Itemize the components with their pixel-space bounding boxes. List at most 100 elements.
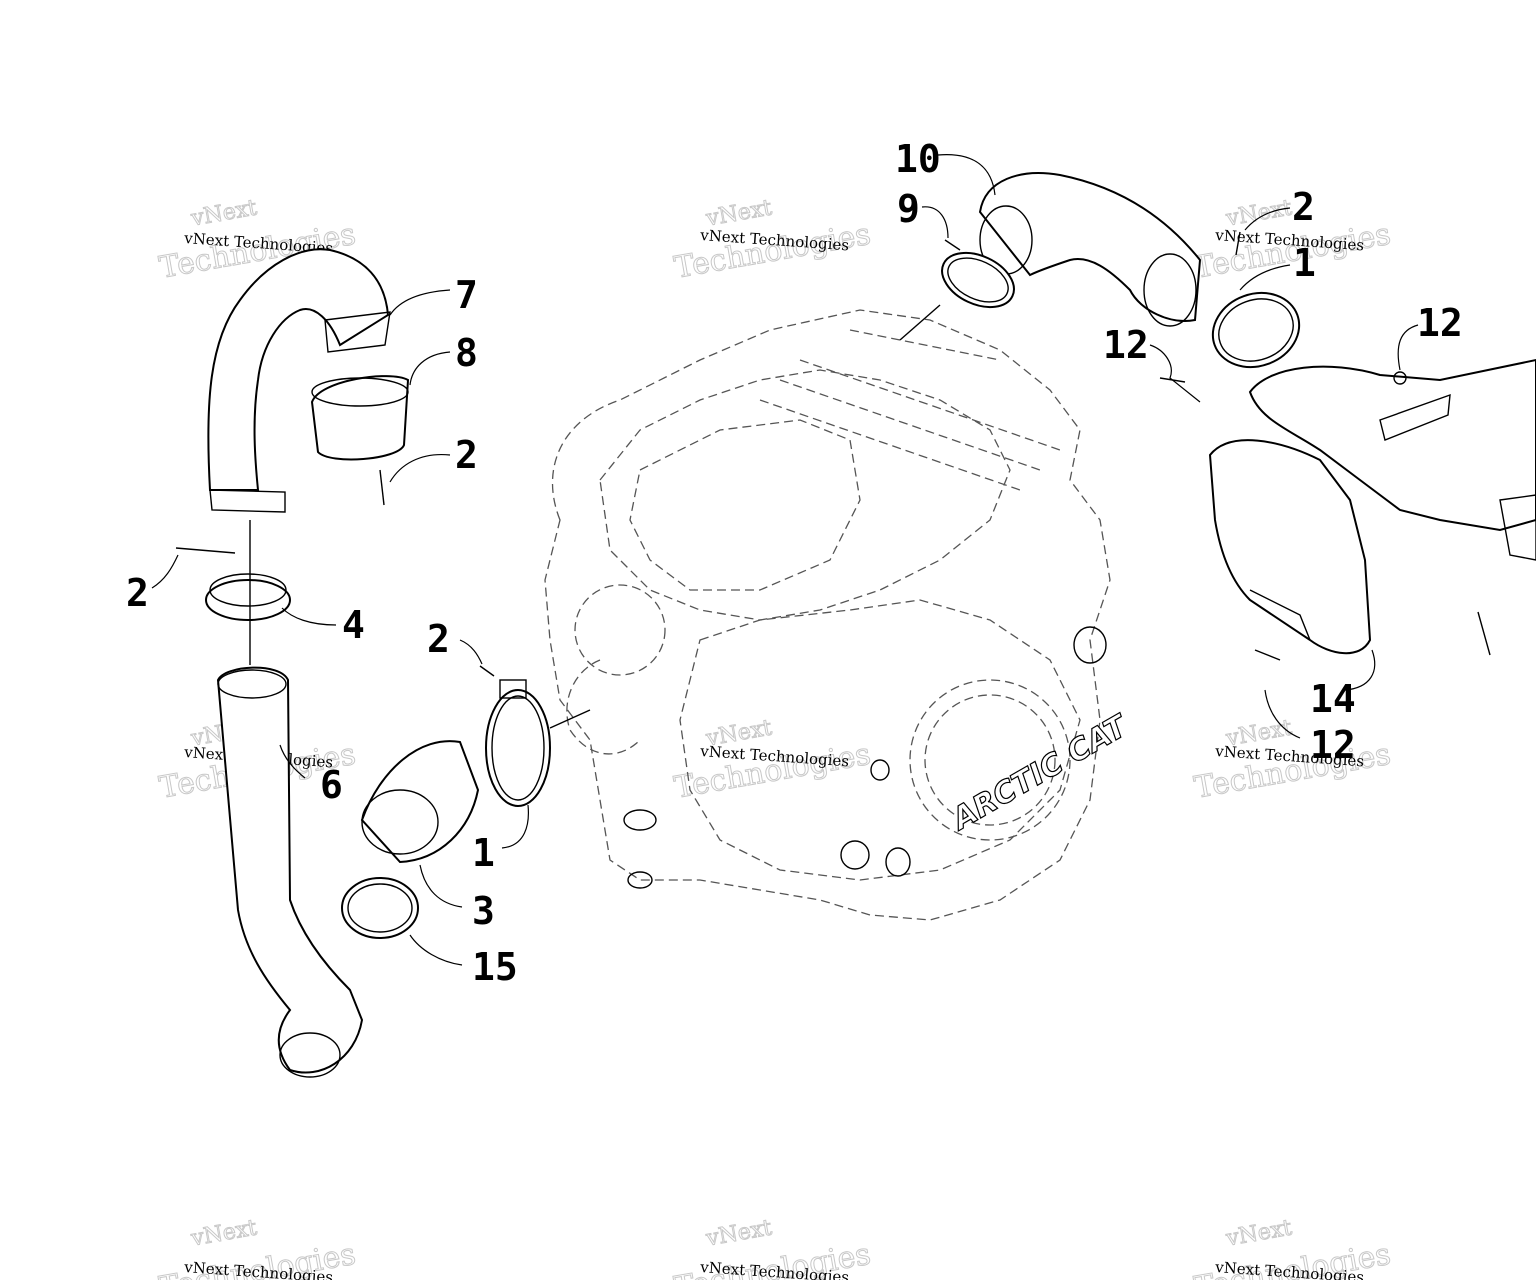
leader-line [409, 351, 451, 386]
clamp-band-inner [491, 695, 545, 801]
watermark-vnext: vNext [189, 195, 259, 231]
engine-mount-lug [623, 809, 657, 831]
watermark-vnext: vNext [1224, 195, 1294, 231]
engine-cylinder [629, 419, 861, 591]
engine-mount-lug [627, 871, 653, 889]
engine-fitting [885, 847, 911, 877]
airbox-bracket [1379, 393, 1451, 441]
callout-1-top-right: 1 [1293, 241, 1316, 285]
engine-intake-port [574, 584, 666, 676]
leader-line [151, 554, 179, 589]
callout-labels: 10 9 2 1 12 12 7 8 2 2 4 2 6 1 3 15 14 1… [126, 137, 1463, 989]
upper-duct-part [207, 248, 390, 491]
callout-12-bottom: 12 [1310, 723, 1356, 767]
engine-plug [1073, 626, 1107, 664]
leader-line [1264, 689, 1301, 739]
engine-boss [870, 759, 890, 781]
engine-port-flange [566, 659, 641, 755]
lower-duct-part [1208, 439, 1372, 655]
engine-lower-case [679, 599, 1081, 881]
top-duct-assembly [899, 172, 1202, 341]
upper-duct-collar [209, 489, 286, 513]
screw-part [175, 547, 236, 554]
engine-outline [544, 309, 1111, 921]
clamp-ring-part [205, 579, 291, 621]
clamp-screw [944, 239, 961, 251]
engine-assembly: ARCTIC CAT [544, 309, 1136, 921]
left-duct-assembly [175, 248, 410, 1078]
engine-brand-logo: ARCTIC CAT [945, 708, 1136, 838]
leader-line [1239, 264, 1291, 291]
airbox-upper-part [1248, 358, 1536, 532]
engine-upper-block [599, 369, 1011, 621]
callout-2-left: 2 [126, 571, 149, 615]
clamp-inner [947, 257, 1009, 303]
airbox-mount [1499, 494, 1536, 561]
callout-8: 8 [455, 331, 478, 375]
lower-duct-top-opening [217, 669, 287, 699]
watermark-vnext: vNext [704, 1215, 774, 1251]
leader-line [1397, 324, 1419, 371]
screw-part [1235, 231, 1241, 256]
leader-line [1244, 207, 1291, 231]
clamp-ring-inner [209, 573, 287, 607]
callout-6: 6 [320, 763, 343, 807]
hose-clamp-inner [347, 883, 413, 933]
clamp-band-part [485, 689, 551, 807]
engine-stator-cover [909, 679, 1071, 841]
elbow-duct-part [978, 172, 1202, 322]
callout-9: 9 [897, 187, 920, 231]
upper-duct-outlet [324, 311, 391, 353]
screw-part [379, 469, 385, 506]
leader-lines [151, 154, 1419, 966]
leader-line [501, 804, 529, 849]
callout-2-top-right: 2 [1292, 185, 1315, 229]
watermark-vnext: vNext [189, 1215, 259, 1251]
leader-line [1344, 649, 1376, 691]
callout-1-center: 1 [472, 831, 495, 875]
center-left-parts [341, 665, 591, 939]
boot-opening [311, 377, 409, 407]
leader-line [389, 289, 451, 316]
callout-3: 3 [472, 889, 495, 933]
engine-shaft-rails [759, 329, 1061, 491]
lower-duct-edge [1249, 589, 1311, 641]
clamp-band-inner [1218, 298, 1294, 362]
watermark-group: vNext Technologies vNext Technologies vN… [156, 195, 1394, 1280]
leader-line [279, 744, 306, 779]
assembly-guide-line [899, 304, 941, 341]
leader-line [419, 864, 463, 908]
engine-stator-inner [924, 694, 1056, 826]
callout-4: 4 [342, 603, 365, 647]
leader-line [1149, 344, 1201, 403]
screw-part [479, 665, 495, 677]
leader-line [937, 154, 996, 196]
callout-14: 14 [1310, 677, 1356, 721]
rivet-part [1393, 371, 1407, 385]
hose-clamp-part [341, 877, 419, 939]
screw-part [1254, 649, 1281, 661]
callout-10: 10 [895, 137, 941, 181]
right-duct-assembly [1159, 231, 1536, 661]
leader-line [921, 206, 949, 239]
callout-7: 7 [455, 273, 478, 317]
callout-2-center: 2 [427, 617, 450, 661]
callout-12-left: 12 [1103, 323, 1149, 367]
lower-duct-part [216, 666, 364, 1074]
leader-line [409, 934, 463, 966]
callout-12-right: 12 [1417, 301, 1463, 345]
clamp-band-part [1211, 291, 1301, 369]
engine-fitting [840, 840, 870, 870]
callout-15: 15 [472, 945, 518, 989]
coupler-part [360, 740, 480, 864]
coupler-opening [361, 789, 439, 855]
leader-line [389, 453, 451, 483]
assembly-guide-line [549, 709, 591, 729]
leader-line [459, 639, 483, 665]
watermark-vnext: vNext [1224, 1215, 1294, 1251]
callout-2-upper-left: 2 [455, 433, 478, 477]
clamp-part [941, 251, 1015, 309]
boot-part [310, 375, 410, 461]
